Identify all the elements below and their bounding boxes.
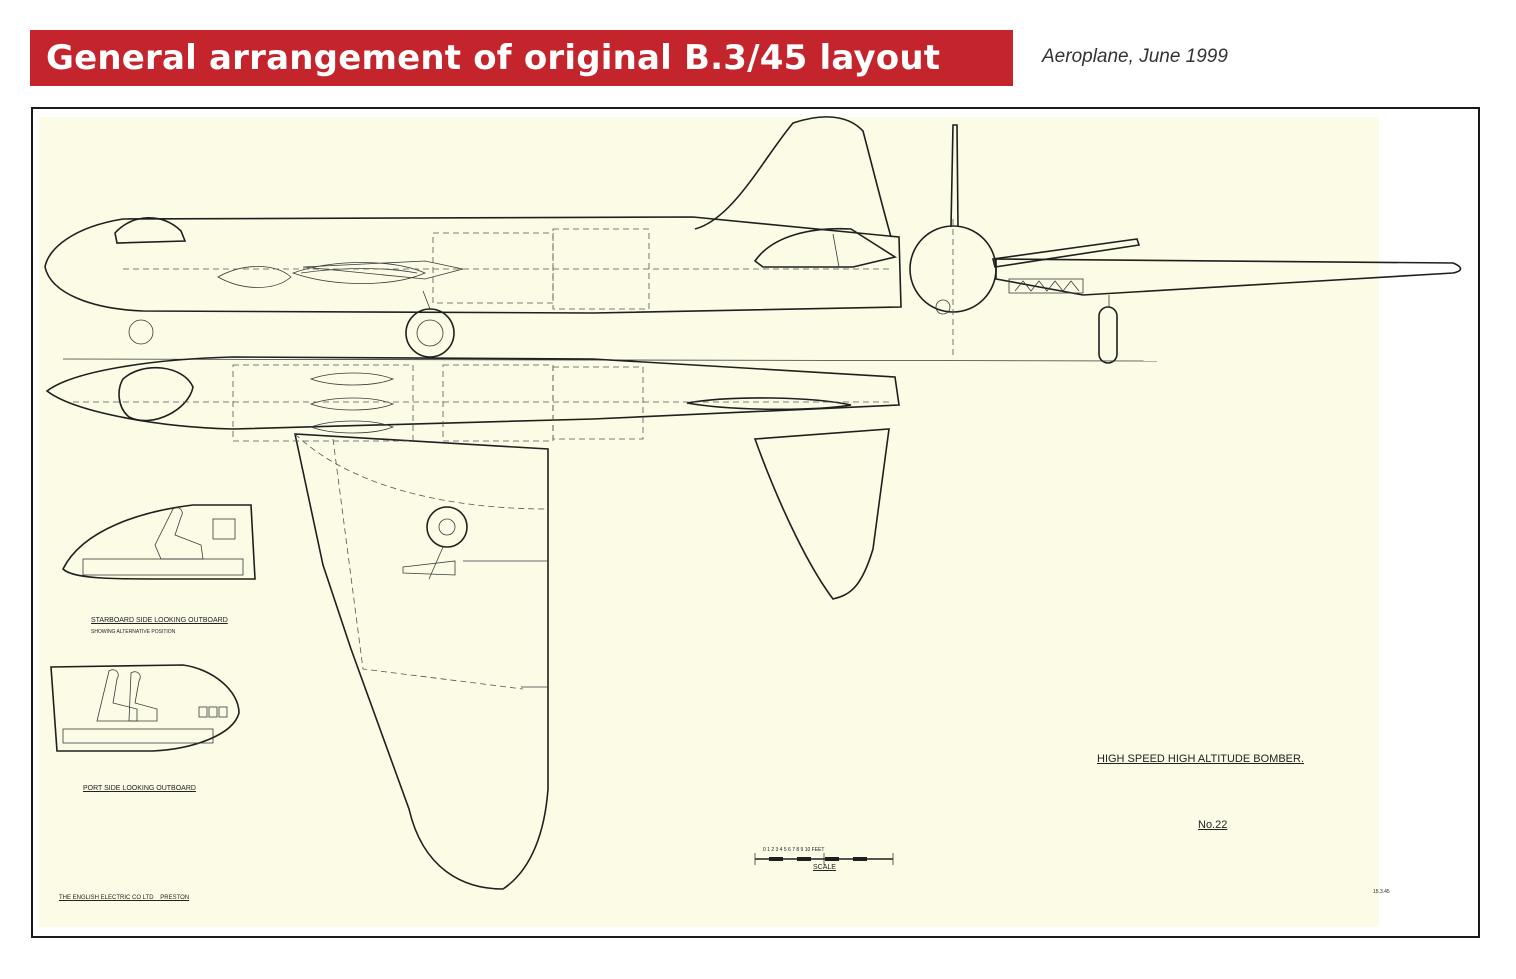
side-bomb-bay [217,266,292,288]
side-canopy [114,216,187,244]
port-instrument-box-1 [198,706,208,718]
plan-jetpipe-bay [552,366,644,440]
plan-cockpit-canopy [118,366,194,422]
date-stamp: 15.3.45 [1373,889,1390,895]
front-elevation-view [909,124,1462,364]
front-bomb-zigzag [1014,280,1080,292]
side-wing-root [302,260,464,280]
port-pilot-figure [96,669,138,722]
title-banner: General arrangement of original B.3/45 l… [30,30,1013,86]
port-instrument-box-3 [218,706,228,718]
scale-segment-a [769,857,783,861]
plan-engine-bay [442,364,554,442]
plan-fuselage-outline [45,356,900,430]
scale-segment-c [825,857,839,861]
manufacturer-credit: THE ENGLISH ELECTRIC CO LTD PRESTON [59,895,190,901]
drawing-frame: STARBOARD SIDE LOOKING OUTBOARD SHOWING … [31,107,1480,938]
side-main-wheel-hub [416,319,444,347]
scale-bar [754,853,894,865]
scale-ticks-label: 0 1 2 3 4 5 6 7 8 9 10 FEET [763,847,825,853]
side-fin [694,116,892,238]
technical-drawing [39,116,1462,927]
side-tailplane [753,227,898,268]
plan-tailplane-slot [686,397,852,411]
side-bomb-outline [291,262,426,284]
side-bomb-inner [300,268,418,274]
port-navigator-figure [128,671,158,722]
page-title: General arrangement of original B.3/45 l… [46,38,941,78]
starboard-view-caption: STARBOARD SIDE LOOKING OUTBOARD [91,617,228,624]
source-date: June 1999 [1139,46,1228,67]
port-instrument-box-2 [208,706,218,718]
side-fuselage-outline [44,216,902,314]
plan-bomb-bay [232,364,414,442]
source-credit: Aeroplane, June 1999 [1042,46,1228,68]
port-nose-outline [50,664,240,752]
drawing-title: HIGH SPEED HIGH ALTITUDE BOMBER. [1097,753,1304,765]
scale-segment-d [853,857,867,861]
plan-main-wheel [426,506,468,548]
side-main-leg [422,290,431,310]
starboard-floor [82,558,244,576]
port-view-caption: PORT SIDE LOOKING OUTBOARD [83,785,196,792]
plan-bomb-outline-low [309,420,395,434]
starboard-cockpit-section [62,504,256,580]
front-bomb-bay [1008,278,1084,294]
starboard-view-note: SHOWING ALTERNATIVE POSITION [91,629,176,635]
starboard-nose-outline [62,504,256,580]
source-separator: , [1128,46,1140,67]
scale-segment-b [797,857,811,861]
port-cockpit-section [50,664,240,752]
plan-bomb-outline-mid [309,397,395,411]
plan-wing-inner-panel [332,438,524,690]
source-publication: Aeroplane [1042,46,1129,67]
front-tailplane [992,238,1141,268]
front-nose-wheel [935,299,951,315]
drawing-paper [39,117,1379,927]
plan-fuselage-wing-sweep [294,433,549,510]
port-floor [62,728,214,744]
plan-bomb-outline [309,372,395,386]
starboard-seat-bank [212,518,236,540]
front-main-wheel [1098,306,1118,364]
plan-undercarriage-door [402,560,456,576]
scale-label: SCALE [813,864,836,871]
plan-view [45,356,900,890]
drawing-number: No.22 [1198,819,1228,831]
plan-starboard-wing [293,433,549,890]
plan-tailplane [753,428,890,600]
side-nose-wheel [128,319,154,345]
front-fin [950,124,959,228]
plan-main-wheel-hub [438,518,456,536]
front-starboard-wing [995,258,1462,296]
plan-leg-line [428,546,444,580]
side-tailplane-chord [832,233,840,268]
